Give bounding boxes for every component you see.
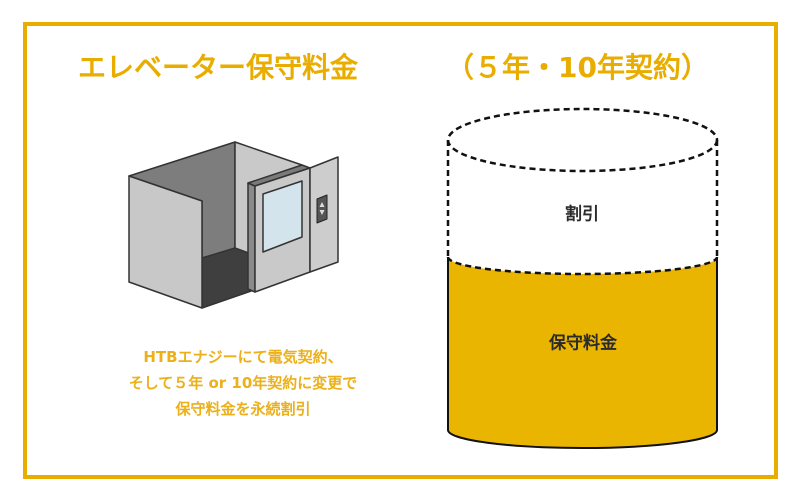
maintenance-fee-label: 保守料金: [549, 333, 617, 354]
discount-label: 割引: [565, 204, 599, 225]
caption-line-3: 保守料金を永続割引: [175, 400, 311, 418]
caption-line-2: そして５年 or 10年契約に変更で: [128, 374, 358, 392]
outer-frame: [23, 22, 778, 479]
description-text: HTBエナジーにて電気契約、 そして５年 or 10年契約に変更で 保守料金を永…: [93, 344, 393, 422]
title-main: エレベーター保守料金: [78, 51, 359, 84]
cost-cylinder-diagram: [446, 107, 719, 449]
title-sub: （５年・10年契約）: [446, 51, 709, 84]
elevator-car-icon: [128, 141, 339, 309]
page-title: エレベーター保守料金 （５年・10年契約）: [78, 48, 709, 88]
caption-line-1: HTBエナジーにて電気契約、: [143, 348, 343, 366]
